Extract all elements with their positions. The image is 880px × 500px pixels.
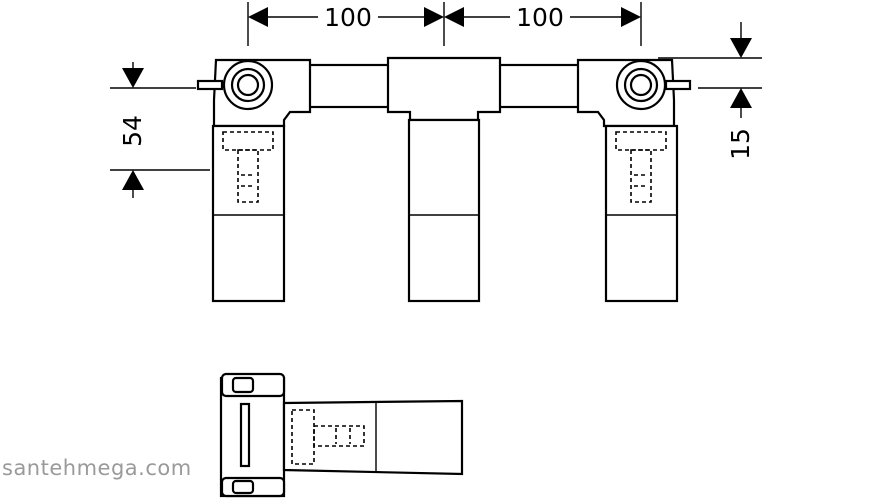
right-hidden-cartridge — [615, 131, 667, 203]
dimension-height-right: 15 — [726, 128, 755, 160]
watermark: santehmega.com — [2, 456, 192, 480]
dimension-spacing-left: 100 — [324, 3, 372, 32]
dimension-spacing-right: 100 — [516, 3, 564, 32]
side-hidden-cartridge — [291, 409, 365, 465]
dimension-top: 100 100 — [247, 2, 642, 46]
left-hidden-cartridge — [222, 131, 274, 203]
dimension-right: 15 — [658, 22, 762, 160]
dimension-left: 54 — [110, 62, 210, 198]
side-view — [219, 372, 464, 498]
dimension-height-left: 54 — [118, 115, 147, 147]
front-view — [196, 56, 692, 303]
